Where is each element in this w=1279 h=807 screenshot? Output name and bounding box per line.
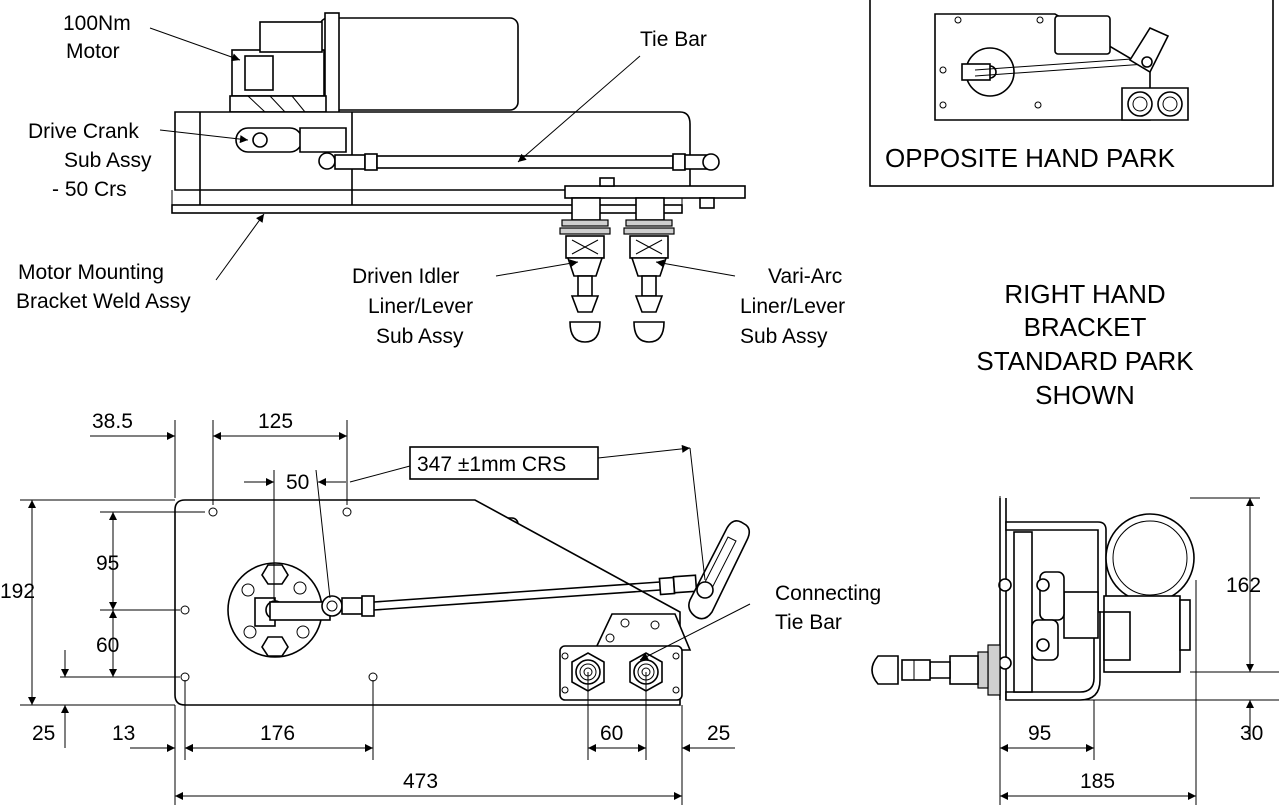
end-view: 162 30 95 185 (871, 496, 1279, 805)
label-driven-idler-3: Sub Assy (376, 325, 464, 348)
label-vari-arc-2: Liner/Lever (740, 295, 845, 318)
dim-176: 176 (260, 722, 295, 745)
note-line-4: SHOWN (1035, 380, 1135, 410)
top-side-view: 100Nm Motor Tie Bar Drive Crank Sub Assy… (16, 12, 845, 348)
dim-95: 95 (96, 552, 119, 575)
connecting-tie-bar (593, 613, 692, 651)
end-spindle-cap (871, 655, 899, 685)
end-bracket (1005, 611, 1101, 701)
tie-bar-end-plan (321, 595, 343, 617)
label-connecting-tie-bar-2: Tie Bar (775, 611, 842, 634)
standard-park-note: RIGHT HAND BRACKET STANDARD PARK SHOWN (976, 279, 1194, 410)
label-vari-arc-1: Vari-Arc (768, 265, 842, 288)
end-plate (1013, 531, 1033, 693)
plan-view: 38.5 125 50 347 ±1mm CRS 192 95 60 25 13… (0, 410, 881, 805)
label-drive-crank-1: Drive Crank (28, 120, 139, 143)
tie-bar-end-right (702, 153, 720, 171)
dim-125: 125 (258, 410, 293, 433)
label-driven-idler-1: Driven Idler (352, 265, 459, 288)
dim-347: 347 ±1mm CRS (417, 453, 566, 476)
label-vari-arc-3: Sub Assy (740, 325, 828, 348)
lever-plate (564, 185, 746, 199)
vari-arc-lever (688, 520, 751, 620)
tie-bar (376, 155, 674, 169)
inset-title: OPPOSITE HAND PARK (885, 143, 1176, 173)
dim-473: 473 (403, 770, 438, 793)
gearbox-cap (244, 55, 274, 91)
opposite-hand-inset: OPPOSITE HAND PARK (869, 0, 1274, 187)
label-drive-crank-3: - 50 Crs (52, 178, 127, 201)
dim-347-box (409, 446, 599, 480)
dim-38-5: 38.5 (92, 410, 133, 433)
inset-frame (869, 0, 1274, 187)
end-spindle-washer (987, 644, 1001, 696)
label-motor-2: Motor (66, 40, 120, 63)
base-plate (171, 204, 683, 214)
note-line-2: BRACKET (1024, 312, 1147, 342)
dim-13: 13 (112, 722, 135, 745)
dim-60-bottom: 60 (600, 722, 623, 745)
motor-flange (324, 12, 340, 114)
dim-50: 50 (286, 471, 309, 494)
motor-body (319, 17, 519, 111)
spindle-right (623, 197, 675, 343)
dim-95-side: 95 (1028, 722, 1051, 745)
dim-162: 162 (1226, 574, 1261, 597)
label-mounting-bracket-1: Motor Mounting (18, 261, 164, 284)
dim-60-left: 60 (96, 634, 119, 657)
dim-192: 192 (0, 580, 35, 603)
gearbox-top (259, 21, 323, 53)
label-drive-crank-2: Sub Assy (64, 149, 152, 172)
dim-30: 30 (1240, 722, 1263, 745)
dim-185: 185 (1080, 770, 1115, 793)
note-line-3: STANDARD PARK (976, 346, 1194, 376)
spindle-left (559, 197, 611, 343)
dim-25-bottom: 25 (707, 722, 730, 745)
label-connecting-tie-bar-1: Connecting (775, 582, 881, 605)
label-driven-idler-2: Liner/Lever (368, 295, 473, 318)
note-line-1: RIGHT HAND (1004, 279, 1165, 309)
label-motor-1: 100Nm (63, 12, 131, 35)
dim-25-left: 25 (32, 722, 55, 745)
label-mounting-bracket-2: Bracket Weld Assy (16, 290, 191, 313)
tie-bar-end-left (318, 152, 336, 170)
label-tie-bar: Tie Bar (640, 28, 707, 51)
end-motor-circle (1105, 513, 1195, 603)
